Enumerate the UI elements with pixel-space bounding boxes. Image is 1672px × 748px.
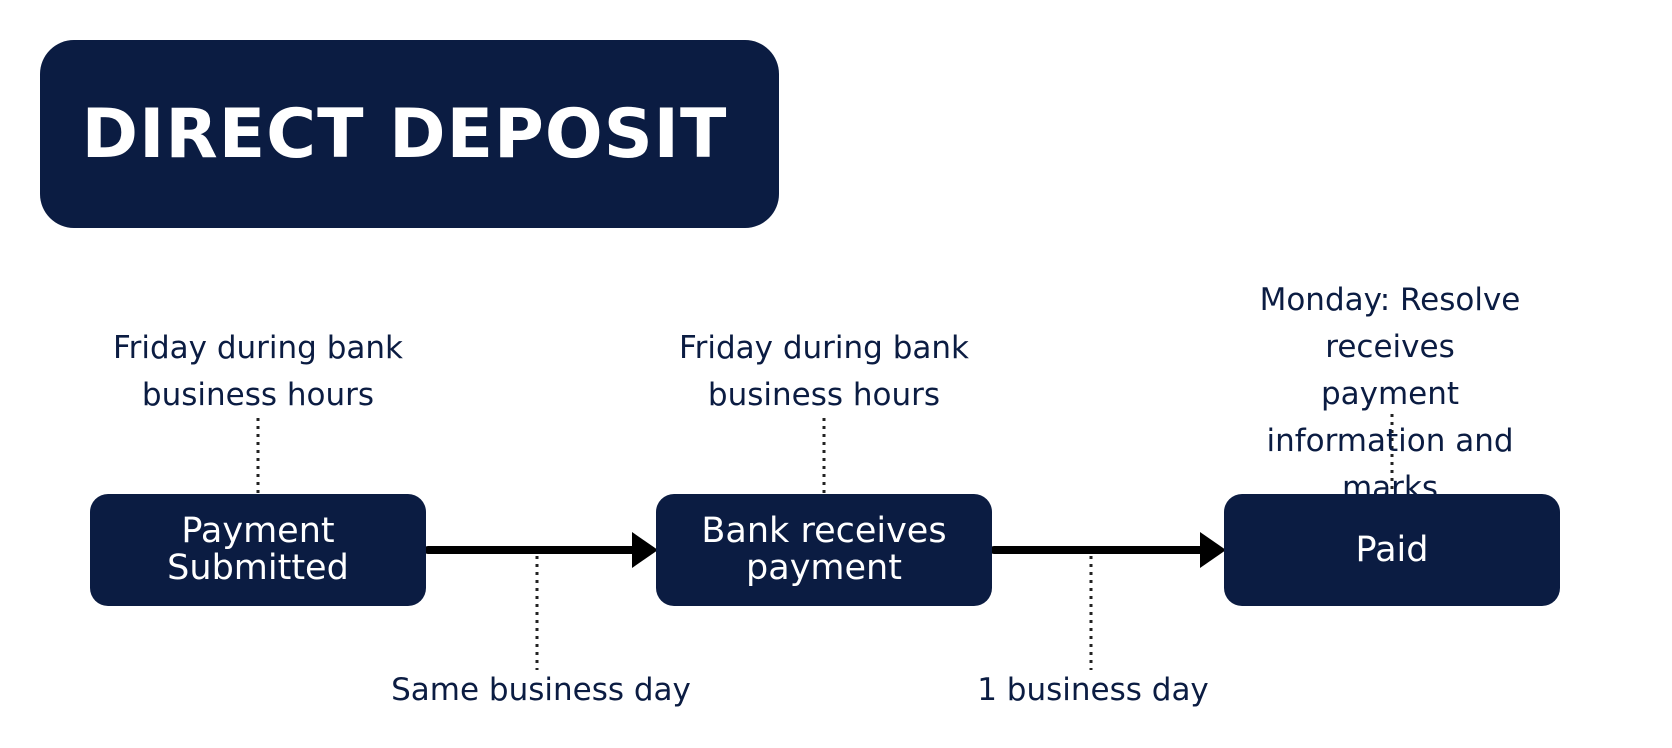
node-note-1: Friday during bank business hours xyxy=(113,330,403,413)
node-label: Payment Submitted xyxy=(167,511,349,588)
title-banner: DIRECT DEPOSIT xyxy=(40,40,779,228)
step-payment-submitted: Payment Submitted xyxy=(90,494,426,606)
node-label: Bank receives payment xyxy=(701,511,947,588)
step-bank-receives-payment: Bank receives payment xyxy=(656,494,992,606)
arrow-2 xyxy=(990,532,1226,568)
node-note-2: Friday during bank business hours xyxy=(679,330,969,413)
step-paid: Paid xyxy=(1224,494,1560,606)
page-title: DIRECT DEPOSIT xyxy=(81,94,728,174)
node-label: Paid xyxy=(1355,529,1429,570)
arrow-1 xyxy=(424,532,658,568)
transition-note-2: 1 business day xyxy=(977,672,1209,708)
transition-note-1: Same business day xyxy=(391,672,691,708)
